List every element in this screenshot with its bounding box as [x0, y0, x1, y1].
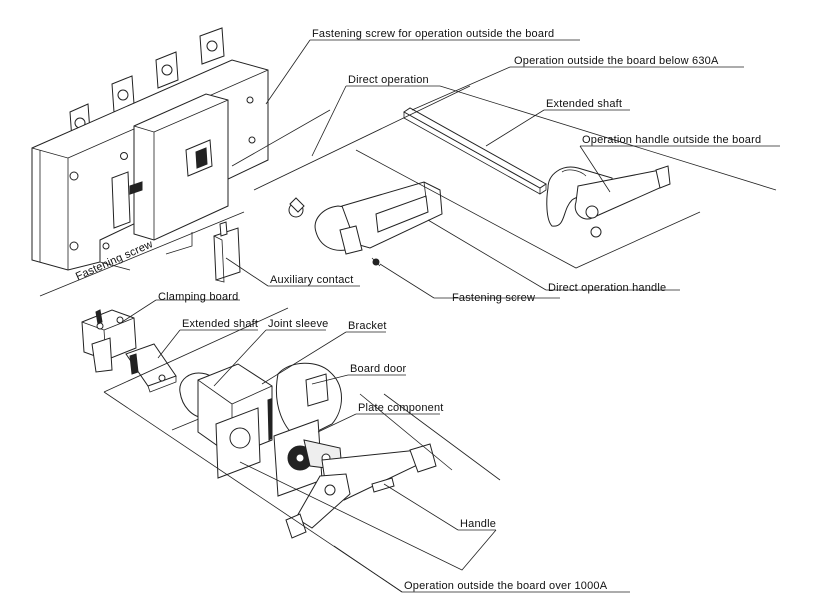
label-bracket: Bracket	[348, 320, 387, 332]
label-outside-below-630a: Operation outside the board below 630A	[514, 55, 719, 67]
terminal-4	[199, 27, 225, 65]
label-handle: Handle	[460, 518, 497, 530]
bracket-part	[197, 363, 273, 479]
terminal-2	[111, 75, 135, 113]
board-door-part	[276, 362, 342, 441]
switch-body	[31, 27, 269, 271]
label-extended-shaft-bottom: Extended shaft	[182, 318, 259, 330]
handle-part	[285, 443, 437, 539]
direct-handle-part	[288, 181, 443, 267]
outside-handle-part	[546, 165, 671, 238]
auxiliary-contact-part	[213, 221, 241, 283]
label-plate-component: Plate component	[358, 402, 444, 414]
label-outside-over-1000a: Operation outside the board over 1000A	[404, 580, 608, 592]
terminal-3	[155, 51, 179, 89]
extended-shaft-bottom-part	[125, 343, 177, 393]
label-board-door: Board door	[350, 363, 407, 375]
label-handle-outside-board: Operation handle outside the board	[582, 134, 762, 146]
clamping-board-part	[81, 309, 137, 373]
label-direct-operation: Direct operation	[348, 74, 429, 86]
plate-component-part	[273, 419, 343, 497]
label-fastening-screw-outside: Fastening screw for operation outside th…	[312, 28, 555, 40]
label-fastening-screw-mid: Fastening screw	[452, 292, 536, 304]
extended-shaft-top-part	[403, 107, 547, 195]
leader-lines	[39, 39, 780, 593]
label-auxiliary-contact: Auxiliary contact	[270, 274, 354, 286]
label-extended-shaft-top: Extended shaft	[546, 98, 623, 110]
label-clamping-board: Clamping board	[158, 291, 239, 303]
label-direct-operation-handle: Direct operation handle	[548, 282, 667, 294]
label-joint-sleeve: Joint sleeve	[268, 318, 329, 330]
